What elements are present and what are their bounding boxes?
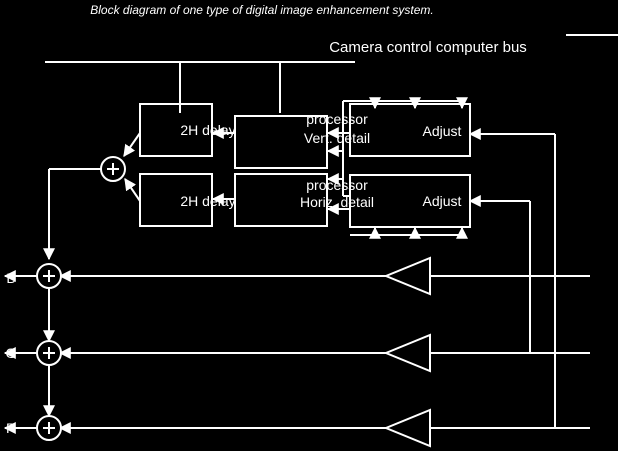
bus-label: Camera control computer bus bbox=[329, 39, 527, 56]
amp-g bbox=[383, 333, 431, 373]
input-r-label: R bbox=[6, 420, 16, 436]
input-g-label: G bbox=[6, 345, 17, 361]
delay-bottom-label: 2H delay bbox=[180, 193, 235, 209]
vert-detail-label: Vert. detail bbox=[304, 130, 370, 146]
adjust-bottom-label: Adjust bbox=[423, 193, 462, 209]
diagram-caption: Block diagram of one type of digital ima… bbox=[90, 3, 434, 17]
amp-r bbox=[383, 408, 431, 448]
vert-processor-label: processor bbox=[306, 111, 368, 127]
horiz-detail-label: Horiz. detail bbox=[300, 194, 374, 210]
vert-detail-box bbox=[234, 115, 328, 169]
input-b-label: B bbox=[6, 270, 15, 286]
amp-b bbox=[383, 256, 431, 296]
horiz-processor-label: processor bbox=[306, 177, 368, 193]
adjust-top-label: Adjust bbox=[423, 123, 462, 139]
delay-top-label: 2H delay bbox=[180, 122, 235, 138]
